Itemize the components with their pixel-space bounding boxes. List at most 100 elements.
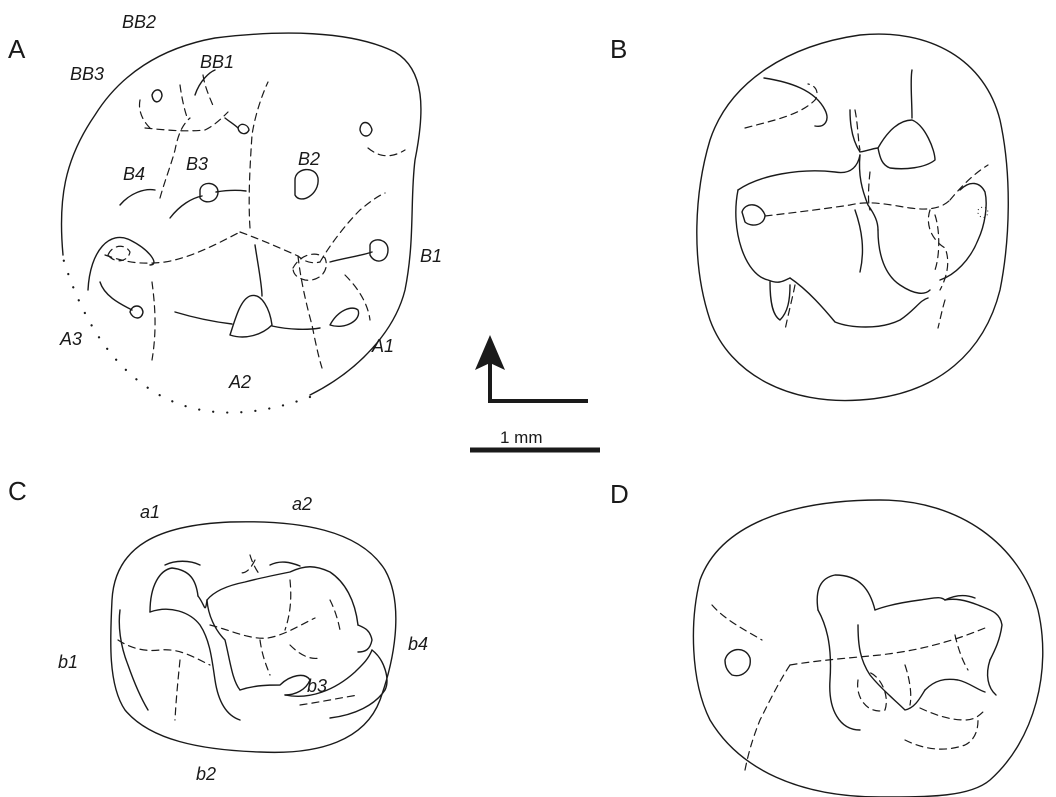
label-b1-lower: b1 [58, 652, 78, 672]
scale-bar: 1 mm [470, 428, 600, 450]
label-a3: A3 [59, 329, 82, 349]
c-ridge-1 [150, 568, 198, 612]
d-groove-8 [955, 635, 968, 670]
ridge-c [175, 312, 232, 324]
label-b2: B2 [298, 149, 320, 169]
b-ridge-5 [850, 110, 878, 152]
b-groove-5 [928, 210, 947, 290]
orientation-indicator [475, 335, 588, 402]
label-a2-lower: a2 [292, 494, 312, 514]
groove-9 [368, 148, 405, 156]
b-ridge-9 [878, 230, 930, 293]
c-groove-7 [330, 600, 340, 630]
b-ridge-11 [770, 282, 790, 320]
pit-right [360, 123, 372, 137]
d-ridge-7 [988, 660, 996, 695]
c-groove-2 [210, 618, 315, 638]
groove-13 [139, 100, 150, 128]
groove-12 [345, 275, 370, 320]
d-ridge-2 [818, 610, 860, 730]
c-ridge-6 [240, 675, 310, 695]
ridge-k [225, 118, 238, 128]
ridge-i [330, 252, 372, 262]
label-a1-lower: a1 [140, 502, 160, 522]
c-ridge-3 [198, 567, 358, 625]
label-bb2: BB2 [122, 12, 156, 32]
d-groove-2 [790, 628, 985, 665]
panel-letter-d: D [610, 479, 629, 509]
groove-2 [240, 232, 320, 263]
b-ridge-8 [859, 155, 878, 230]
c-ridge-5 [207, 600, 240, 690]
d-groove-1 [712, 605, 762, 640]
label-a1: A1 [371, 336, 394, 356]
ridge-e [255, 245, 262, 296]
ridge-j [195, 70, 215, 95]
c-groove-5 [260, 640, 270, 675]
label-b2-lower: b2 [196, 764, 216, 784]
ridge-g [216, 190, 246, 192]
b-ridge-6 [878, 120, 935, 169]
c-ridge-9 [119, 610, 148, 710]
pit-bb3 [152, 90, 162, 102]
d-ridge-5 [858, 625, 925, 710]
label-b3-lower: b3 [307, 676, 327, 696]
groove-4 [249, 82, 268, 228]
c-groove-1 [118, 640, 210, 665]
groove-15 [203, 75, 214, 108]
c-ridge-11 [270, 562, 300, 566]
tooth-a-missing-margin [63, 258, 310, 413]
c-groove-9 [175, 660, 180, 720]
panel-letter-a: A [8, 34, 26, 64]
pit-a1 [330, 308, 359, 326]
label-a2: A2 [228, 372, 251, 392]
c-groove-8 [300, 695, 358, 705]
b-ridge-4 [790, 278, 928, 327]
pit-b3 [200, 183, 218, 201]
d-groove-3 [745, 665, 790, 770]
tooth-a-outline [61, 33, 421, 395]
c-groove-6 [290, 645, 320, 658]
panel-c: C a1 a2 b1 b4 b3 b2 [8, 476, 428, 784]
b-groove-6 [935, 215, 939, 270]
pit-a3 [130, 306, 143, 318]
d-groove-5 [905, 665, 911, 705]
panel-d: D [610, 479, 1043, 797]
b-ridge-2 [738, 155, 860, 190]
d-ridge-4 [945, 599, 1002, 660]
label-b4: B4 [123, 164, 145, 184]
b-ridge-1 [764, 78, 827, 126]
groove-11 [108, 246, 130, 260]
b-groove-7 [938, 300, 945, 328]
tooth-c-outline [111, 522, 396, 753]
d-groove-7 [905, 720, 978, 749]
b-groove-3 [950, 165, 988, 200]
b-ridge-7 [911, 70, 912, 118]
panel-a: A [8, 12, 442, 413]
d-ridge-1 [817, 575, 875, 610]
d-groove-6 [920, 708, 985, 720]
panel-letter-c: C [8, 476, 27, 506]
label-b4-lower: b4 [408, 634, 428, 654]
c-groove-3 [285, 580, 291, 630]
c-ridge-7 [285, 650, 372, 696]
c-groove-10 [250, 555, 260, 575]
panel-b: B [610, 34, 1008, 401]
tooth-d-outline [693, 500, 1042, 797]
pit-b2 [295, 170, 318, 199]
d-ridge-3 [875, 598, 945, 610]
label-bb1: BB1 [200, 52, 234, 72]
ridge-b [100, 282, 132, 310]
b-ridge-12 [940, 183, 986, 280]
c-ridge-4 [358, 625, 372, 652]
pit-b1 [370, 240, 388, 261]
panel-letter-b: B [610, 34, 627, 64]
groove-6 [152, 282, 155, 360]
groove-3 [320, 193, 385, 262]
ridge-f [170, 196, 202, 218]
groove-14 [180, 85, 188, 120]
label-bb3: BB3 [70, 64, 104, 84]
groove-5 [298, 256, 322, 368]
pit-bb1 [238, 124, 249, 133]
